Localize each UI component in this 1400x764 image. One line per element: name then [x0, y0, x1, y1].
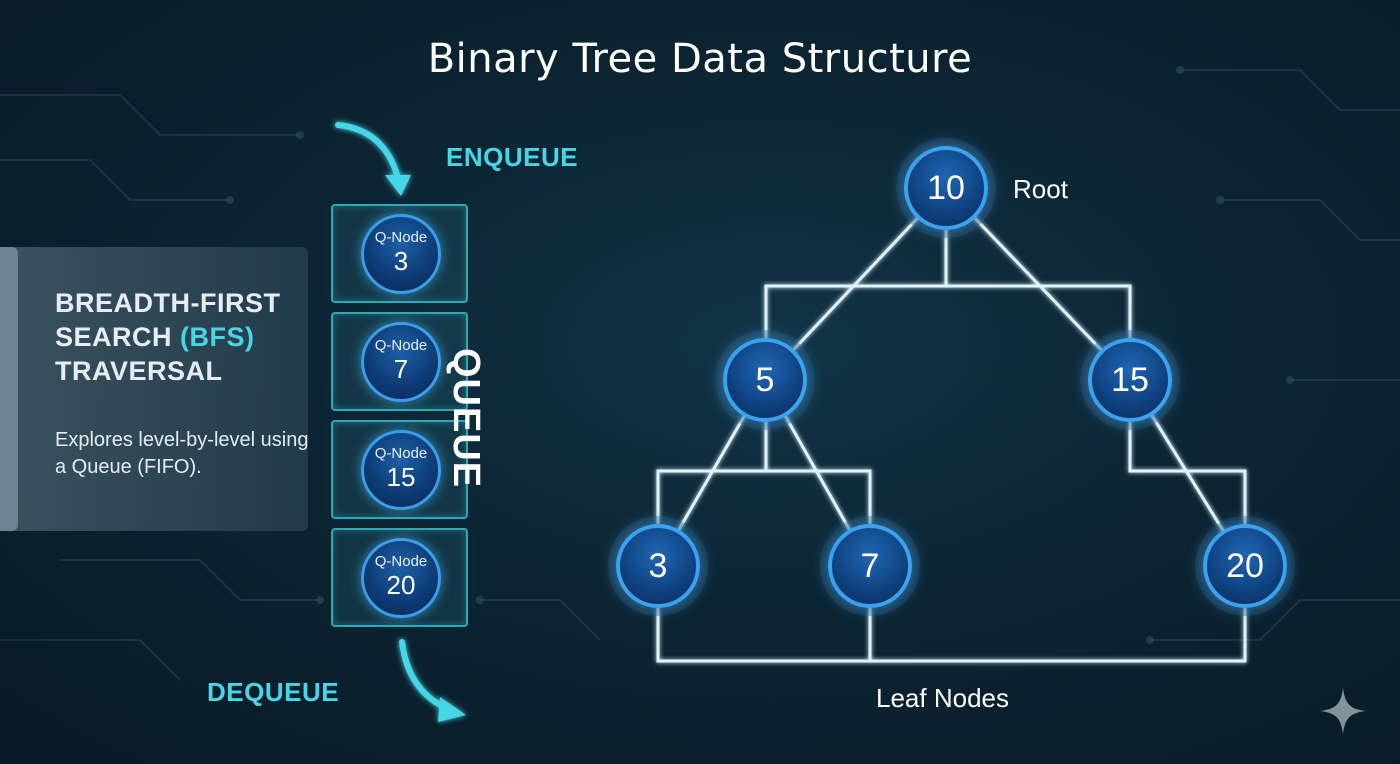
panel-heading-line1: BREADTH-FIRST — [55, 288, 281, 318]
tree-node-right-right: 20 — [1203, 524, 1287, 608]
sparkle-icon — [1320, 688, 1366, 734]
queue-node: Q-Node 7 — [361, 322, 441, 402]
queue-node: Q-Node 3 — [361, 214, 441, 294]
edge-bracket-root — [764, 230, 1132, 338]
panel-heading-line2-text: SEARCH — [55, 322, 181, 352]
edge-root-right — [944, 186, 1132, 382]
info-panel — [0, 247, 308, 531]
leaf-nodes-label: Leaf Nodes — [876, 683, 1009, 713]
queue-node-prefix: Q-Node — [374, 229, 428, 246]
tree-node-right: 15 — [1088, 338, 1172, 422]
queue-node-value: 3 — [393, 246, 409, 276]
tree-node-left-left: 3 — [616, 524, 700, 608]
queue-node-prefix: Q-Node — [374, 337, 428, 354]
enqueue-arrow-icon — [335, 122, 411, 196]
queue-node-value: 7 — [393, 354, 409, 384]
panel-heading-line3: TRAVERSAL — [55, 356, 223, 386]
info-panel-accent — [0, 247, 18, 531]
panel-heading-line2: SEARCH (BFS) — [55, 320, 305, 354]
queue-slot: Q-Node 3 — [331, 204, 468, 303]
queue-slot: Q-Node 20 — [331, 528, 468, 627]
tree-node-root: 10 — [904, 146, 988, 230]
queue-node-prefix: Q-Node — [374, 445, 428, 462]
queue-node-value: 15 — [386, 462, 416, 492]
root-label: Root — [1013, 174, 1068, 204]
edge-bracket-right — [1128, 422, 1247, 524]
tree-node-left-right: 7 — [828, 524, 912, 608]
queue-slot: Q-Node 15 — [331, 420, 468, 519]
dequeue-arrow-icon — [399, 639, 466, 722]
tree-node-left: 5 — [723, 338, 807, 422]
page-title: Binary Tree Data Structure — [427, 36, 973, 82]
dequeue-label: DEQUEUE — [207, 677, 340, 707]
edge-root-left — [763, 186, 948, 382]
edge-bracket-leaves — [656, 608, 1247, 663]
queue-node: Q-Node 20 — [361, 538, 441, 618]
panel-description: Explores level-by-level using a Queue (F… — [55, 429, 309, 478]
queue-slot: Q-Node 7 — [331, 312, 468, 411]
panel-heading: BREADTH-FIRST SEARCH (BFS) TRAVERSAL — [55, 286, 305, 388]
edge-bracket-left — [656, 422, 872, 524]
enqueue-label: ENQUEUE — [446, 142, 579, 172]
queue-node-value: 20 — [386, 570, 416, 600]
panel-heading-accent: (BFS) — [180, 322, 255, 352]
queue-node-prefix: Q-Node — [374, 553, 428, 570]
queue-node: Q-Node 15 — [361, 430, 441, 510]
